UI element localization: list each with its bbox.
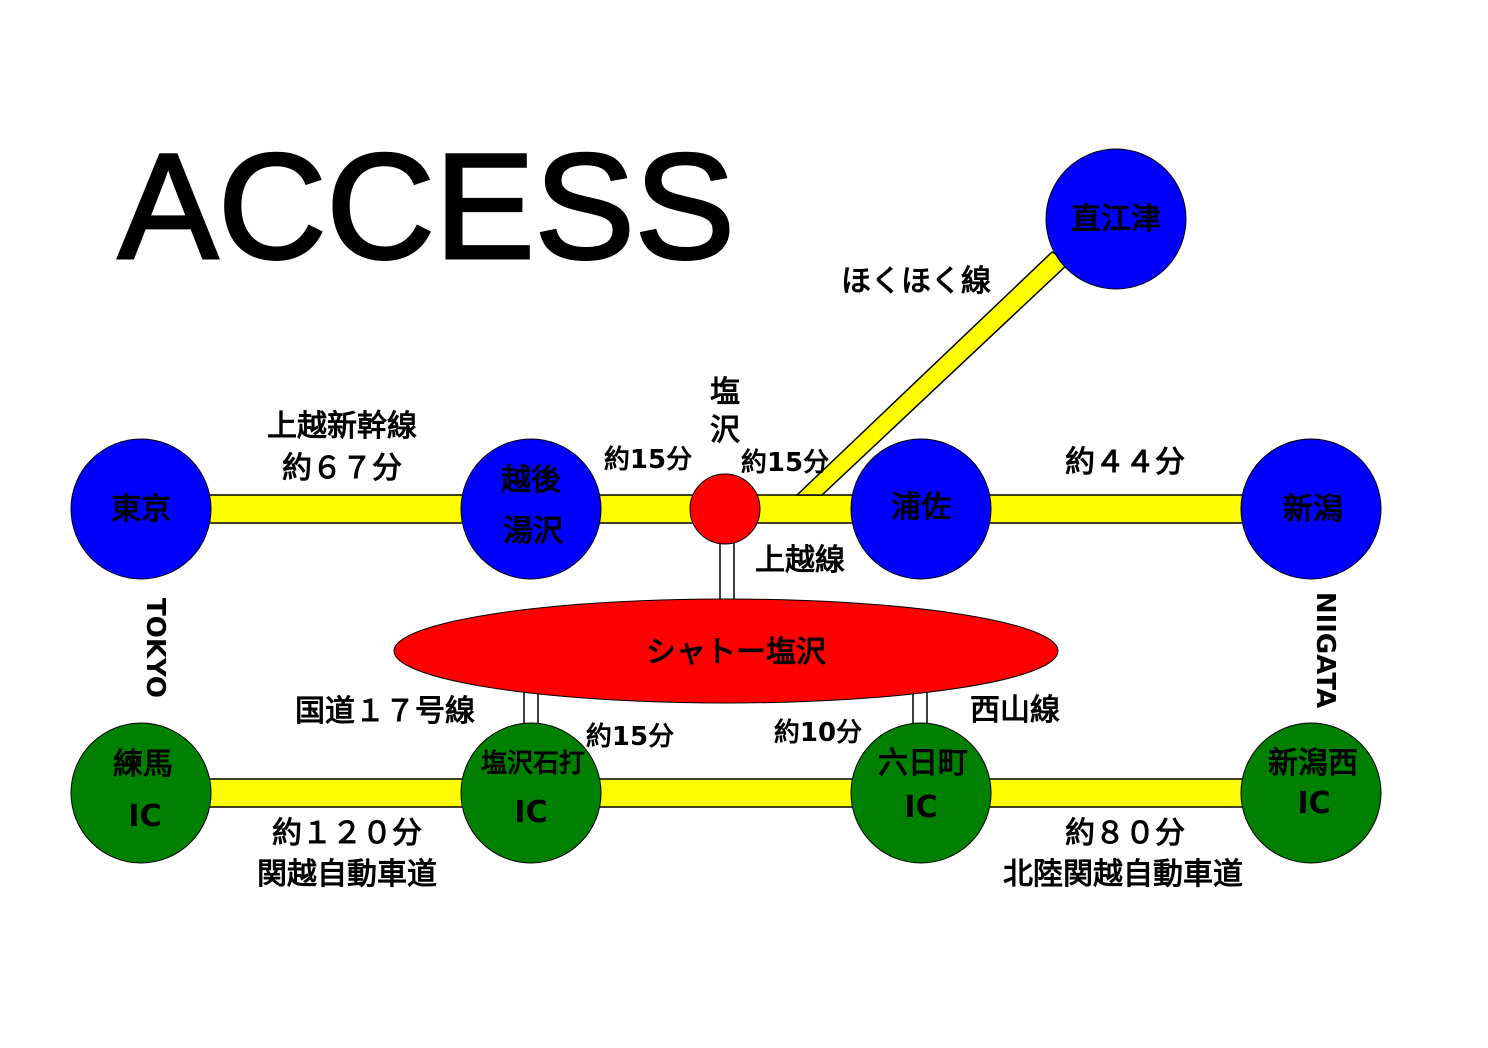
station-shiozawa: 塩 沢: [689, 375, 761, 545]
ic-label: 塩沢石打: [481, 749, 585, 779]
joetsu-shinkansen-label: 上越新幹線: [267, 409, 417, 444]
station-label: 直江津: [1071, 202, 1161, 237]
time-15-right-label: 約15分: [741, 447, 829, 478]
ic-label: IC: [1297, 786, 1330, 821]
station-niigata: 新潟: [1240, 438, 1382, 580]
ic-label: IC: [514, 795, 547, 830]
time-15-road-label: 約15分: [586, 721, 674, 752]
niigata-english-label: NIIGATA: [1310, 592, 1340, 708]
hotel-chateau-shiozawa: シャトー塩沢: [393, 598, 1059, 704]
ic-label: IC: [904, 790, 937, 825]
nishiyama-line-label: 西山線: [970, 693, 1060, 728]
time-120-label: 約１２０分: [272, 816, 422, 851]
ic-muikamachi: 六日町 IC: [850, 722, 992, 864]
station-label: 浦佐: [891, 490, 951, 525]
hotel-label: シャトー塩沢: [646, 635, 827, 670]
station-urasa: 浦佐: [850, 438, 992, 580]
ic-label: 新潟西: [1268, 746, 1358, 781]
time-67-label: 約６７分: [282, 451, 402, 486]
ic-label: 練馬: [113, 747, 173, 782]
time-15-left-label: 約15分: [604, 444, 692, 475]
station-tokyo: 東京: [70, 438, 212, 580]
kanetsu-expressway-label: 関越自動車道: [257, 857, 437, 892]
station-label: 越後: [501, 463, 562, 498]
connector-muikamachi: [912, 689, 928, 727]
hokuhoku-line-label: ほくほく線: [841, 264, 991, 299]
station-naoetsu: 直江津: [1045, 148, 1187, 290]
route17-label: 国道１７号線: [295, 694, 475, 729]
hokuriku-kanetsu-label: 北陸関越自動車道: [1003, 857, 1243, 892]
station-label: 東京: [111, 492, 171, 527]
ic-nerima: 練馬 IC: [70, 722, 212, 864]
page-title: ACCESS: [118, 122, 735, 290]
time-44-label: 約４４分: [1065, 445, 1185, 480]
ic-label: 六日町: [878, 746, 968, 781]
ic-label: IC: [128, 799, 161, 834]
ic-niigata-nishi: 新潟西 IC: [1240, 722, 1382, 864]
time-80-label: 約８０分: [1065, 816, 1185, 851]
connector-shiozawa: [719, 539, 735, 603]
connector-ishiuchi: [523, 689, 539, 727]
tokyo-english-label: TOKYO: [140, 598, 170, 698]
station-label: 湯沢: [503, 514, 564, 549]
station-echigo-yuzawa: 越後 湯沢: [460, 438, 602, 580]
time-10-road-label: 約10分: [774, 717, 862, 748]
station-label: 沢: [710, 413, 741, 448]
expressway-line: [140, 778, 1312, 808]
station-label: 塩: [710, 375, 740, 410]
station-label: 新潟: [1283, 492, 1343, 527]
joetsu-line-label: 上越線: [755, 543, 845, 578]
ic-shiozawa-ishiuchi: 塩沢石打 IC: [460, 722, 602, 864]
